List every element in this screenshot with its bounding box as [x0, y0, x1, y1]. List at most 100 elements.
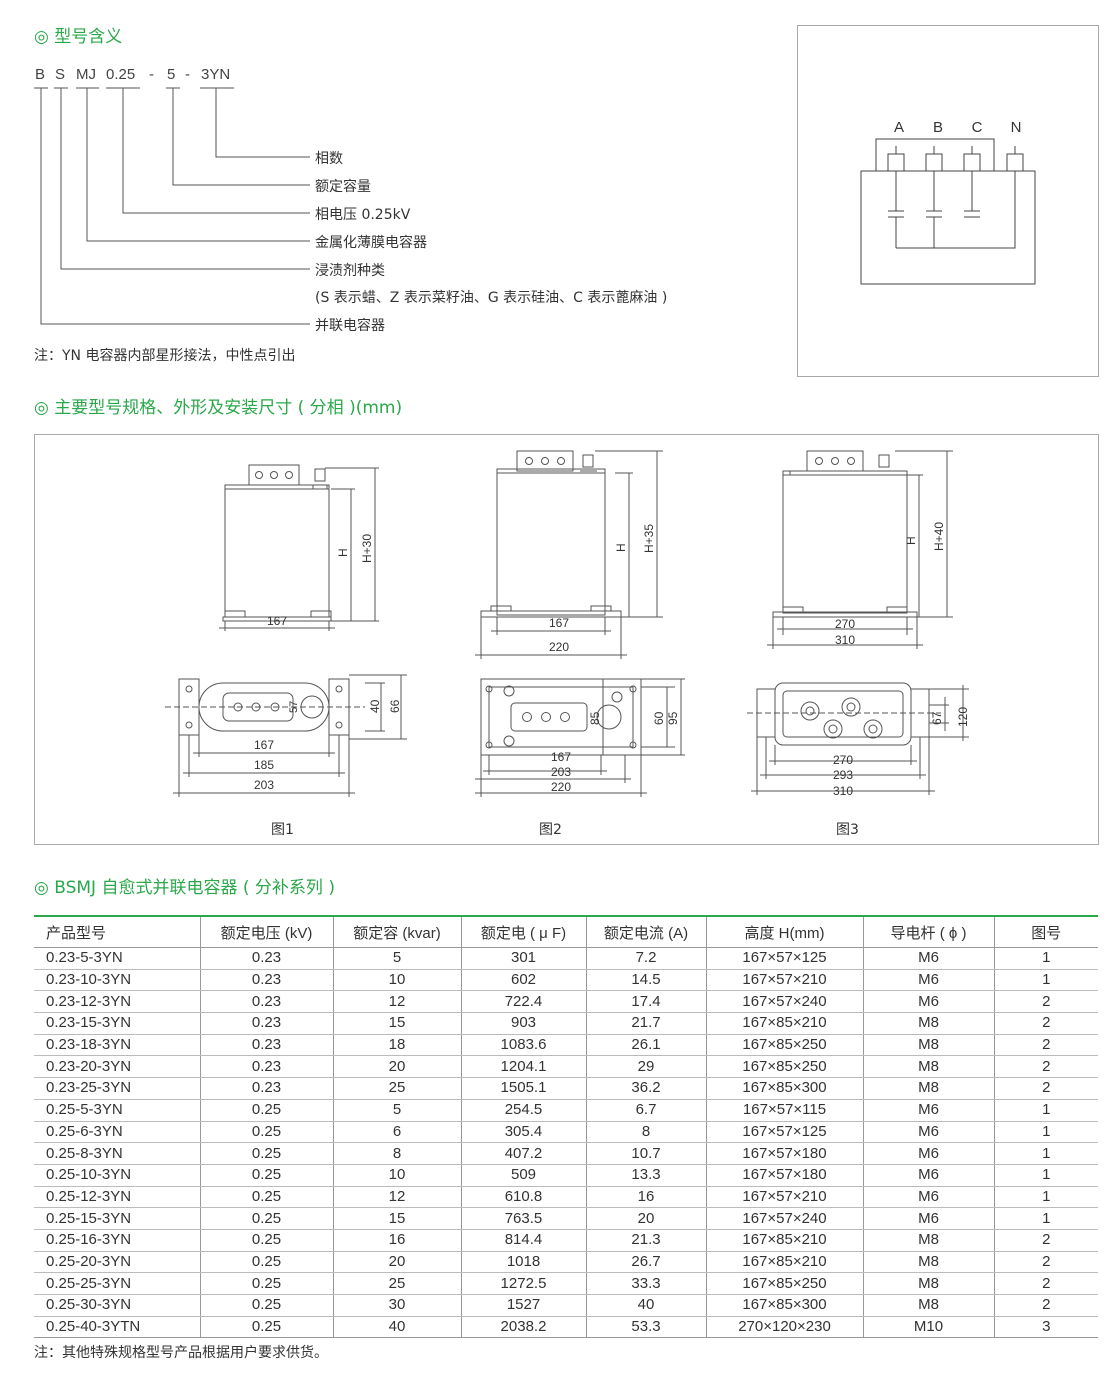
cell-capacitance: 407.2 [460, 1142, 586, 1165]
cell-capacity: 6 [332, 1121, 461, 1144]
cell-voltage: 0.25 [199, 1121, 333, 1144]
fig3-plan-310: 310 [833, 784, 853, 798]
cell-voltage: 0.25 [199, 1164, 333, 1187]
legend-impregnant: 浸渍剂种类 [315, 263, 385, 279]
fig1-hplus-label: H+30 [360, 534, 374, 563]
cell-height: 167×57×180 [705, 1142, 863, 1165]
cell-current: 7.2 [585, 947, 706, 970]
spec-table: 产品型号 额定电压 (kV) 额定容 (kvar) 额定电 ( μ F) 额定电… [34, 915, 1098, 1339]
cell-capacity: 5 [332, 1099, 461, 1122]
fig3-side-120: 120 [956, 707, 970, 727]
cell-capacitance: 602 [460, 969, 586, 992]
fig2-caption: 图2 [539, 822, 562, 838]
cell-rod: M6 [862, 947, 994, 970]
header-model: 产品型号 [34, 915, 200, 948]
cell-height: 167×85×210 [705, 1229, 863, 1252]
cell-capacity: 12 [332, 990, 461, 1014]
cell-height: 167×85×250 [705, 1272, 863, 1295]
cell-model: 0.23-15-3YN [34, 1012, 200, 1035]
fig1-plan-203: 203 [254, 778, 274, 792]
fig2-plan [475, 678, 685, 797]
cell-capacitance: 763.5 [460, 1207, 586, 1230]
cell-figure: 2 [993, 990, 1098, 1014]
cell-capacitance: 722.4 [460, 990, 586, 1014]
cell-voltage: 0.23 [199, 1012, 333, 1035]
cell-voltage: 0.25 [199, 1251, 333, 1274]
cell-capacitance: 1204.1 [460, 1055, 586, 1079]
wiring-diagram-box: A B C N [797, 25, 1099, 377]
header-figure-no: 图号 [993, 915, 1098, 948]
cell-height: 167×85×210 [705, 1012, 863, 1035]
table-header-row: 产品型号 额定电压 (kV) 额定容 (kvar) 额定电 ( μ F) 额定电… [34, 915, 1098, 948]
cell-voltage: 0.23 [199, 969, 333, 992]
cell-model: 0.23-18-3YN [34, 1034, 200, 1057]
fig3-width-310: 310 [835, 633, 855, 647]
cell-current: 29 [585, 1055, 706, 1079]
cell-capacitance: 301 [460, 947, 586, 970]
note-special-order: 注：其他特殊规格型号产品根据用户要求供货。 [34, 1345, 328, 1361]
header-conductor-rod: 导电杆 ( ϕ ) [862, 915, 994, 948]
code-letter: 0.25 [106, 66, 136, 83]
cell-model: 0.25-20-3YN [34, 1251, 200, 1274]
cell-capacity: 5 [332, 947, 461, 970]
fig2-side-95: 95 [666, 711, 680, 725]
cell-voltage: 0.25 [199, 1207, 333, 1230]
fig2-width-220: 220 [549, 640, 569, 654]
wiring-label-b: B [933, 119, 943, 136]
cell-model: 0.25-5-3YN [34, 1099, 200, 1122]
cell-model: 0.25-8-3YN [34, 1142, 200, 1165]
note-yn-wiring: 注：YN 电容器内部星形接法，中性点引出 [34, 348, 296, 364]
fig3-plan-270: 270 [833, 753, 853, 767]
legend-phase: 相数 [315, 151, 343, 167]
code-letter: - [149, 66, 154, 83]
cell-voltage: 0.23 [199, 990, 333, 1014]
cell-figure: 1 [993, 1186, 1098, 1209]
fig3-elevation [767, 450, 953, 649]
cell-current: 26.1 [585, 1034, 706, 1057]
cell-voltage: 0.23 [199, 1034, 333, 1057]
cell-height: 270×120×230 [705, 1316, 863, 1339]
cell-current: 33.3 [585, 1272, 706, 1295]
cell-capacitance: 1527 [460, 1294, 586, 1317]
cell-rod: M6 [862, 1099, 994, 1122]
cell-rod: M6 [862, 1207, 994, 1230]
cell-rod: M6 [862, 1164, 994, 1187]
cell-current: 14.5 [585, 969, 706, 992]
header-rated-current: 额定电流 (A) [585, 915, 706, 948]
fig3-h-label: H [904, 536, 918, 545]
cell-model: 0.23-10-3YN [34, 969, 200, 992]
header-rated-capacity: 额定容 (kvar) [332, 915, 461, 948]
header-height: 高度 H(mm) [705, 915, 863, 948]
fig2-h-label: H [614, 543, 628, 552]
cell-figure: 2 [993, 1012, 1098, 1035]
cell-capacity: 40 [332, 1316, 461, 1339]
cell-figure: 1 [993, 1121, 1098, 1144]
section-title-spec-table: ◎ BSMJ 自愈式并联电容器 ( 分补系列 ) [34, 878, 335, 898]
fig2-side-60: 60 [652, 711, 666, 725]
section-title-model-meaning: ◎ 型号含义 [34, 27, 123, 47]
cell-voltage: 0.23 [199, 947, 333, 970]
cell-capacitance: 254.5 [460, 1099, 586, 1122]
cell-rod: M10 [862, 1316, 994, 1339]
cell-rod: M6 [862, 1121, 994, 1144]
fig2-plan-167: 167 [551, 750, 571, 764]
cell-height: 167×57×240 [705, 1207, 863, 1230]
cell-current: 10.7 [585, 1142, 706, 1165]
fig3-side-67: 67 [930, 711, 944, 725]
cell-capacity: 20 [332, 1251, 461, 1274]
cell-height: 167×85×250 [705, 1034, 863, 1057]
cell-rod: M6 [862, 969, 994, 992]
cell-voltage: 0.25 [199, 1316, 333, 1339]
legend-shunt-capacitor: 并联电容器 [315, 318, 385, 334]
cell-voltage: 0.25 [199, 1186, 333, 1209]
cell-model: 0.25-6-3YN [34, 1121, 200, 1144]
